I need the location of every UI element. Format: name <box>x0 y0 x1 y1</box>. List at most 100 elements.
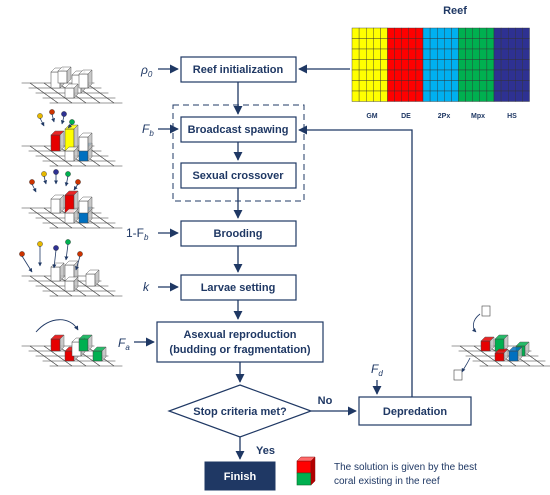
reef-cell <box>515 69 523 81</box>
label-finish: Finish <box>224 471 257 483</box>
reef-cell <box>366 69 374 81</box>
reef-cell <box>444 27 452 39</box>
reef-cell <box>522 48 530 60</box>
reef-cell <box>479 59 488 71</box>
larva <box>65 171 71 177</box>
reef-label-mpx: Mpx <box>471 113 485 120</box>
reef-cell <box>493 90 502 102</box>
reef-cell <box>515 48 523 60</box>
reef-cell <box>358 38 367 50</box>
reef-cell <box>472 48 481 60</box>
edge-label-yes: Yes <box>256 445 275 457</box>
reef-cell <box>394 27 402 39</box>
reef-label-hs: HS <box>507 113 517 120</box>
reef-cell <box>373 38 381 50</box>
reef-cell <box>500 38 509 50</box>
reef-cell <box>508 48 516 60</box>
reef-cell <box>465 38 473 50</box>
reef-cell <box>422 69 431 81</box>
reef-cell <box>394 48 402 60</box>
reef-cell <box>486 90 495 102</box>
reef-cell <box>458 27 466 39</box>
reef-cell <box>472 90 481 102</box>
reef-cell <box>394 80 402 92</box>
reef-cell <box>380 27 388 39</box>
reef-cell <box>500 27 509 39</box>
reef-cell <box>401 48 410 60</box>
reef-cell <box>479 90 488 102</box>
reef-cell <box>401 90 410 102</box>
reef-cell <box>422 90 431 102</box>
legend-text-line2: coral existing in the reef <box>334 476 440 487</box>
reef-cell <box>522 80 530 92</box>
reef-cell <box>358 80 367 92</box>
reef-cell <box>373 27 381 39</box>
reef-cell <box>479 48 488 60</box>
reef-cell <box>465 59 473 71</box>
reef-cell <box>394 69 402 81</box>
reef-cell <box>408 59 417 71</box>
illustration-initialization <box>21 66 123 104</box>
reef-cell <box>358 27 367 39</box>
larva <box>37 241 43 247</box>
reef-cell <box>458 38 466 50</box>
box-brooding: Brooding <box>180 220 297 247</box>
reef-cell <box>429 27 438 39</box>
reef-cell <box>373 80 381 92</box>
reef-cell <box>508 90 516 102</box>
reef-cell <box>415 80 424 92</box>
reef-cell <box>380 48 388 60</box>
reef-cell <box>472 38 481 50</box>
reef-cell <box>437 48 445 60</box>
reef-region-labels: GM DE 2Px Mpx HS <box>366 113 517 120</box>
reef-cell <box>366 48 374 60</box>
reef-cell <box>380 90 388 102</box>
reef-cell <box>437 59 445 71</box>
reef-cell <box>351 27 360 39</box>
reef-cell <box>408 69 417 81</box>
label-reef-initialization: Reef initialization <box>193 64 284 76</box>
reef-cell <box>408 80 417 92</box>
larva <box>77 251 83 257</box>
reef-cell <box>500 48 509 60</box>
reef-cell <box>429 80 438 92</box>
reef-cell <box>422 27 431 39</box>
reef-cell <box>465 69 473 81</box>
label-larvae-setting: Larvae setting <box>201 282 276 294</box>
param-fd: Fd <box>371 362 383 378</box>
reef-cell <box>437 90 445 102</box>
reef-cell <box>493 69 502 81</box>
reef-cell <box>522 38 530 50</box>
coral-block <box>50 338 61 352</box>
reef-cell <box>429 38 438 50</box>
reef-cell <box>465 80 473 92</box>
coral-block <box>494 352 505 362</box>
larva <box>19 251 25 257</box>
arrow-depredation-loop <box>298 125 413 397</box>
reef-cell <box>493 27 502 39</box>
reef-cell <box>394 38 402 50</box>
reef-cell <box>500 90 509 102</box>
larva <box>61 111 67 117</box>
reef-cell <box>429 90 438 102</box>
larva <box>75 179 81 185</box>
reef-cell <box>493 59 502 71</box>
param-fa: Fa <box>118 336 130 352</box>
reef-label-de: DE <box>401 113 411 120</box>
reef-cell <box>422 59 431 71</box>
reef-cell <box>500 59 509 71</box>
reef-cell <box>380 69 388 81</box>
coral-block <box>64 280 75 292</box>
reef-cell <box>366 38 374 50</box>
reef-cell <box>486 69 495 81</box>
reef-cell <box>451 27 459 39</box>
larva <box>69 119 75 125</box>
reef-cell <box>380 80 388 92</box>
reef-cell <box>451 69 459 81</box>
reef-cell <box>479 80 488 92</box>
coral-block <box>78 73 89 89</box>
reef-cell <box>351 59 360 71</box>
larva <box>53 245 59 251</box>
reef-cell <box>479 69 488 81</box>
